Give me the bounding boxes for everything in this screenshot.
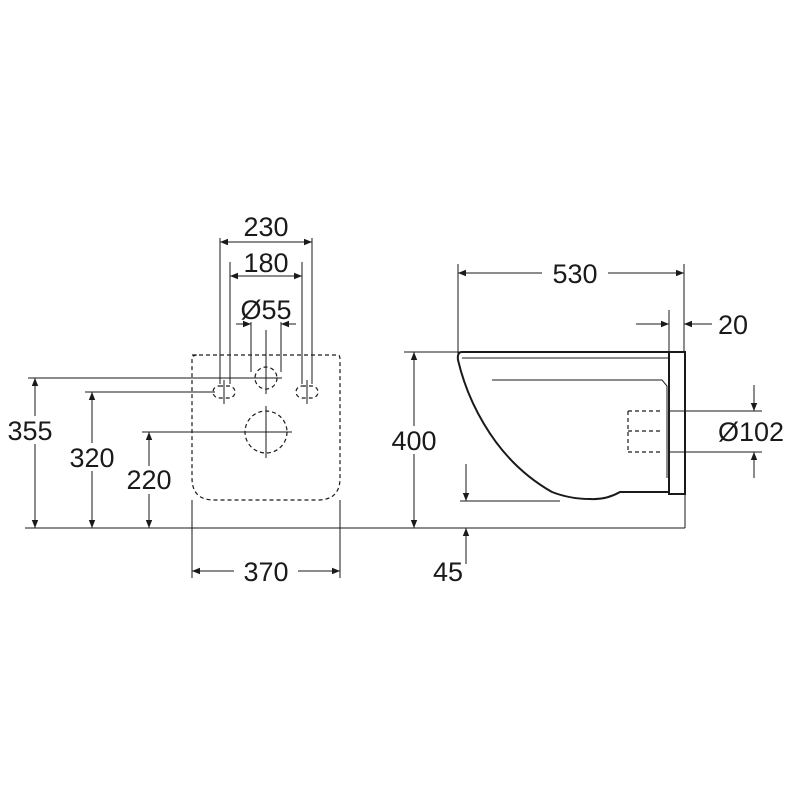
side-view: 530 20 Ø102 400 45 <box>386 259 784 587</box>
wall-plate <box>668 351 686 495</box>
front-view: 230 180 Ø55 370 355 320 220 <box>3 212 341 587</box>
dim-370: 370 <box>243 557 288 587</box>
dim-220: 220 <box>126 465 171 495</box>
internal-channel <box>492 379 668 478</box>
dim-diameter-55: Ø55 <box>240 295 291 325</box>
dim-400: 400 <box>391 426 436 456</box>
dim-355: 355 <box>7 416 52 446</box>
side-bowl-profile <box>456 351 670 501</box>
dim-diameter-102: Ø102 <box>718 417 784 447</box>
side-outlet <box>627 410 660 453</box>
dim-530: 530 <box>552 259 597 289</box>
dim-45: 45 <box>433 557 463 587</box>
dim-320: 320 <box>69 443 114 473</box>
dim-180: 180 <box>243 248 288 278</box>
front-bowl-outline <box>191 354 341 501</box>
dim-20: 20 <box>718 310 748 340</box>
dim-230: 230 <box>243 212 288 242</box>
